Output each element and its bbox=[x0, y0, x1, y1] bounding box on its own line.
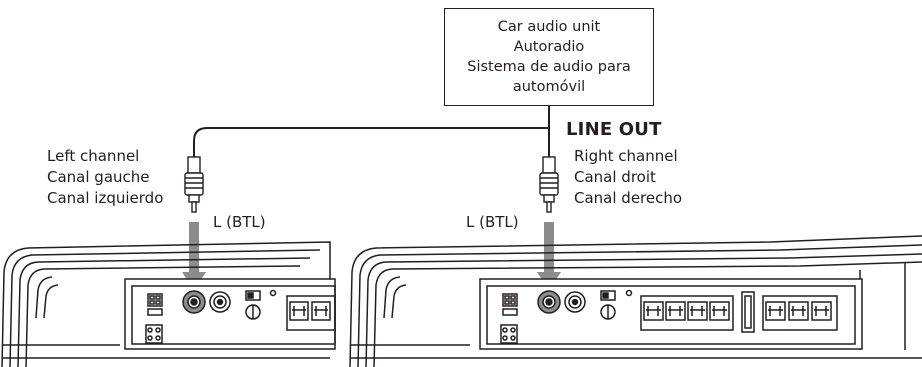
right-channel-en: Right channel bbox=[574, 147, 678, 165]
left-channel-fr: Canal gauche bbox=[47, 168, 150, 186]
left-amplifier bbox=[1, 241, 336, 367]
car-audio-unit-label-es-1: Sistema de audio para bbox=[467, 59, 631, 75]
left-rca-plug-icon bbox=[184, 156, 204, 213]
car-audio-unit-label-en: Car audio unit bbox=[497, 19, 601, 35]
left-channel-en: Left channel bbox=[47, 147, 140, 165]
right-channel-label: Right channel Canal droit Canal derecho bbox=[574, 146, 682, 209]
right-amp-input-label: L (BTL) bbox=[466, 213, 519, 231]
line-out-label: LINE OUT bbox=[566, 119, 662, 140]
car-audio-unit-box: Car audio unit Autoradio Sistema de audi… bbox=[444, 8, 654, 106]
car-audio-unit-label-fr: Autoradio bbox=[513, 39, 585, 55]
left-amp-input-label: L (BTL) bbox=[213, 213, 266, 231]
car-audio-unit-label-es-2: automóvil bbox=[512, 79, 586, 95]
rca-cable bbox=[193, 106, 550, 158]
right-channel-fr: Canal droit bbox=[574, 168, 656, 186]
right-amplifier bbox=[349, 235, 922, 367]
right-rca-plug-icon bbox=[539, 156, 559, 213]
right-channel-es: Canal derecho bbox=[574, 189, 683, 207]
left-channel-label: Left channel Canal gauche Canal izquierd… bbox=[47, 146, 163, 209]
left-channel-es: Canal izquierdo bbox=[47, 189, 164, 207]
